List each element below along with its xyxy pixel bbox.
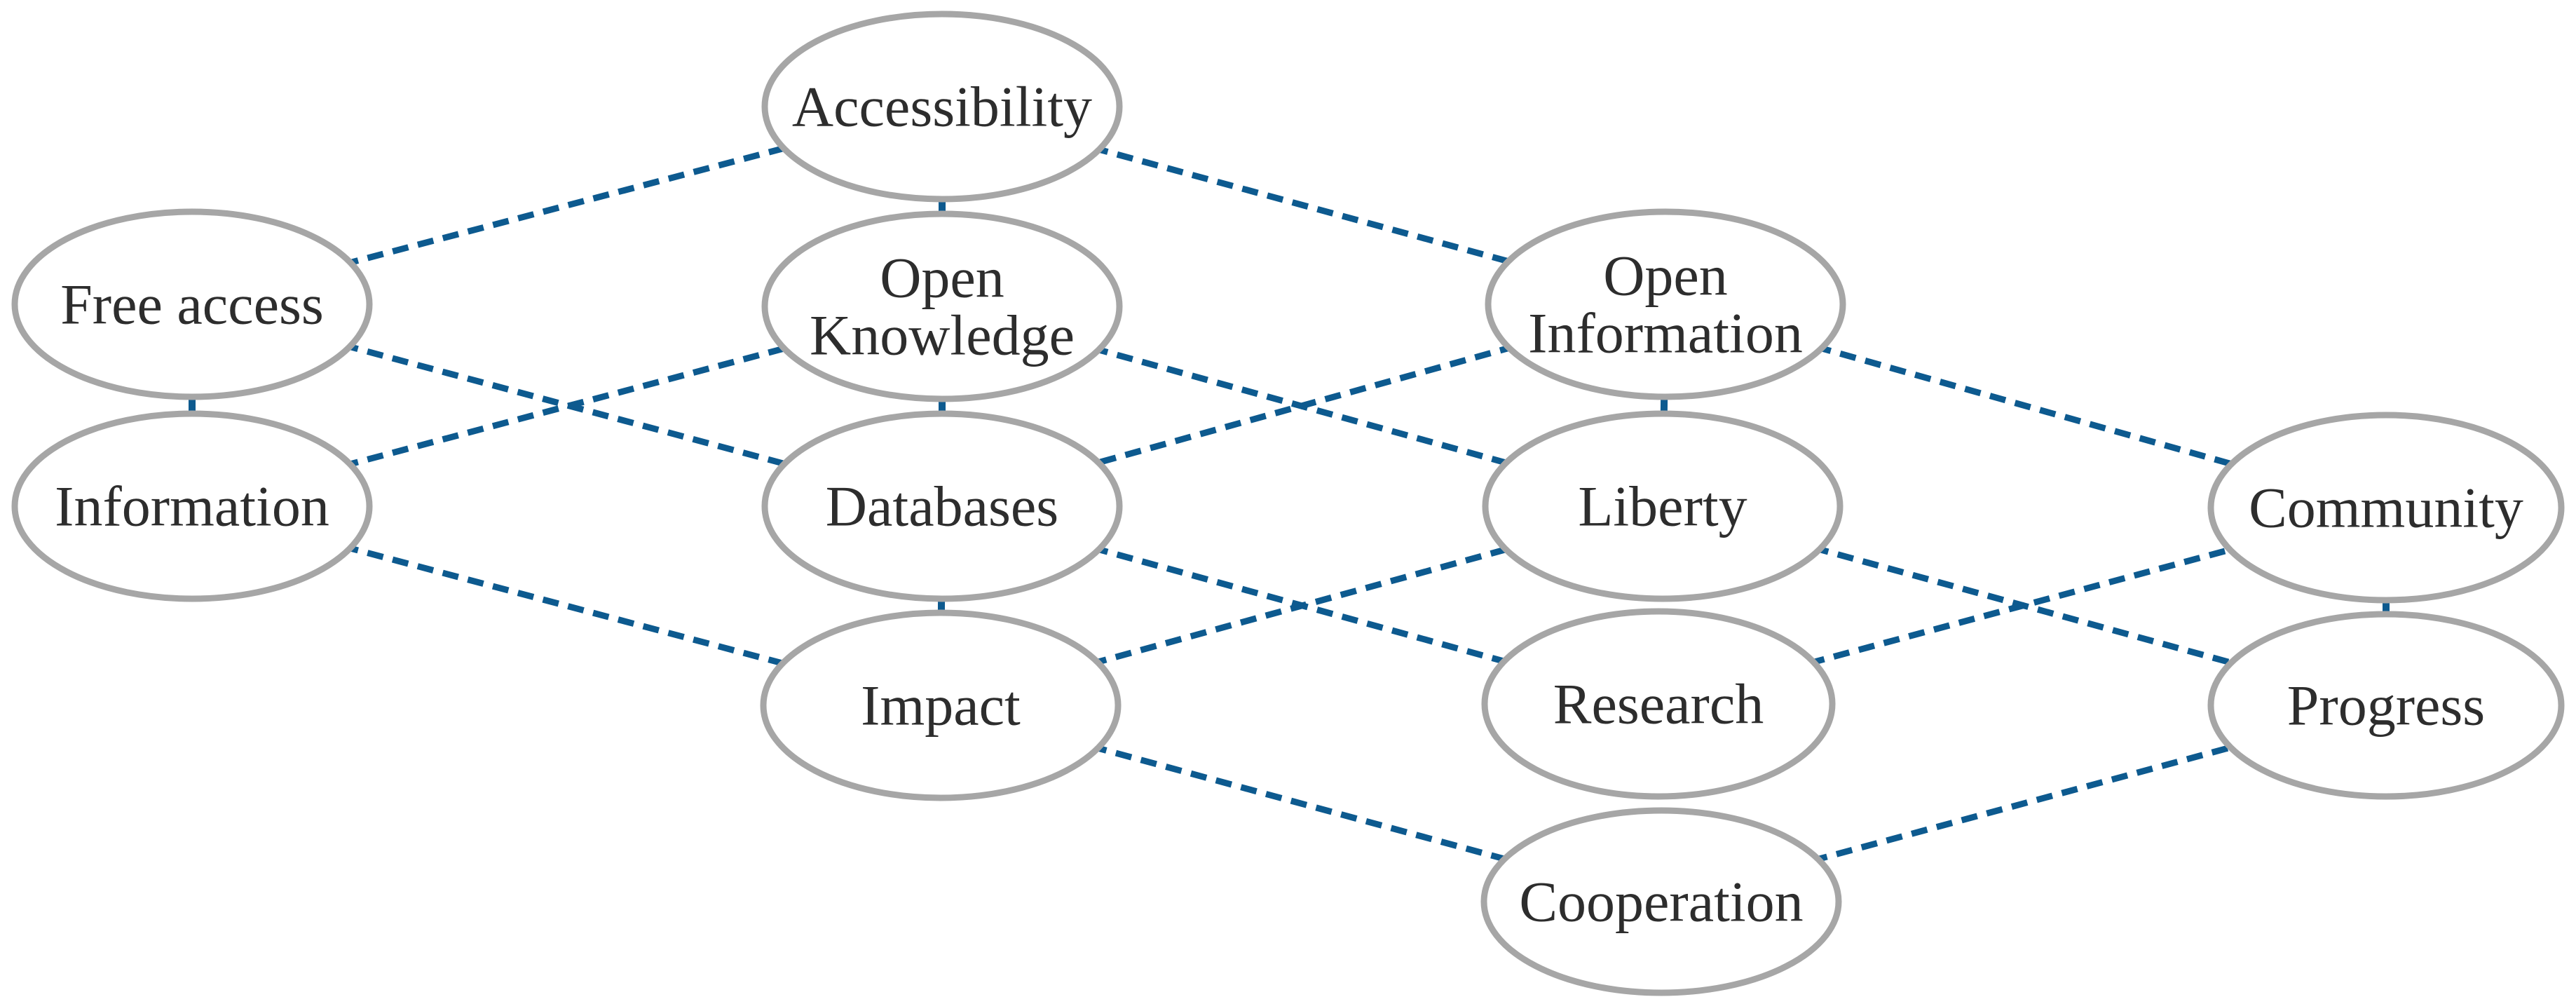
- node-label-databases: Databases: [826, 475, 1058, 538]
- node-ellipse-open-knowledge: [761, 210, 1123, 402]
- node-label-line: Liberty: [1578, 475, 1747, 538]
- node-free-access: Free access: [11, 208, 373, 400]
- node-label-line: Knowledge: [810, 304, 1075, 367]
- node-label-progress: Progress: [2287, 674, 2485, 738]
- node-ellipse-accessibility: [761, 11, 1123, 203]
- node-information: Information: [11, 410, 373, 602]
- node-label-line: Open: [880, 246, 1004, 310]
- node-label-line: Information: [1528, 301, 1803, 365]
- node-label-accessibility: Accessibility: [792, 75, 1092, 139]
- node-label-information: Information: [55, 475, 329, 538]
- node-community: Community: [2207, 412, 2565, 604]
- node-databases: Databases: [761, 410, 1123, 602]
- node-label-liberty: Liberty: [1578, 475, 1747, 538]
- node-label-line: Impact: [861, 674, 1021, 738]
- node-ellipse-information: [11, 410, 373, 602]
- node-accessibility: Accessibility: [761, 11, 1123, 203]
- node-research: Research: [1481, 608, 1836, 800]
- edge-impact-cooperation: [939, 702, 1663, 905]
- node-label-line: Information: [55, 475, 329, 538]
- node-ellipse-free-access: [11, 208, 373, 400]
- node-ellipse-cooperation: [1480, 807, 1842, 996]
- node-liberty: Liberty: [1482, 410, 1844, 602]
- node-ellipse-progress: [2207, 611, 2565, 800]
- node-label-free-access: Free access: [60, 273, 324, 337]
- node-ellipse-open-information: [1485, 208, 1846, 400]
- node-label-line: Progress: [2287, 674, 2485, 738]
- node-label-line: Research: [1553, 672, 1764, 736]
- node-label-line: Free access: [60, 273, 324, 337]
- node-progress: Progress: [2207, 611, 2565, 800]
- node-label-line: Accessibility: [792, 75, 1092, 139]
- node-ellipse-liberty: [1482, 410, 1844, 602]
- node-ellipse-impact: [760, 609, 1122, 801]
- node-label-line: Databases: [826, 475, 1058, 538]
- node-ellipse-databases: [761, 410, 1123, 602]
- node-label-impact: Impact: [861, 674, 1021, 738]
- node-label-line: Community: [2249, 476, 2523, 540]
- node-ellipse-community: [2207, 412, 2565, 604]
- node-label-line: Open: [1603, 244, 1728, 308]
- node-label-research: Research: [1553, 672, 1764, 736]
- node-impact: Impact: [760, 609, 1122, 801]
- node-label-cooperation: Cooperation: [1519, 870, 1803, 934]
- node-label-community: Community: [2249, 476, 2523, 540]
- node-label-line: Cooperation: [1519, 870, 1803, 934]
- node-ellipse-research: [1481, 608, 1836, 800]
- node-cooperation: Cooperation: [1480, 807, 1842, 996]
